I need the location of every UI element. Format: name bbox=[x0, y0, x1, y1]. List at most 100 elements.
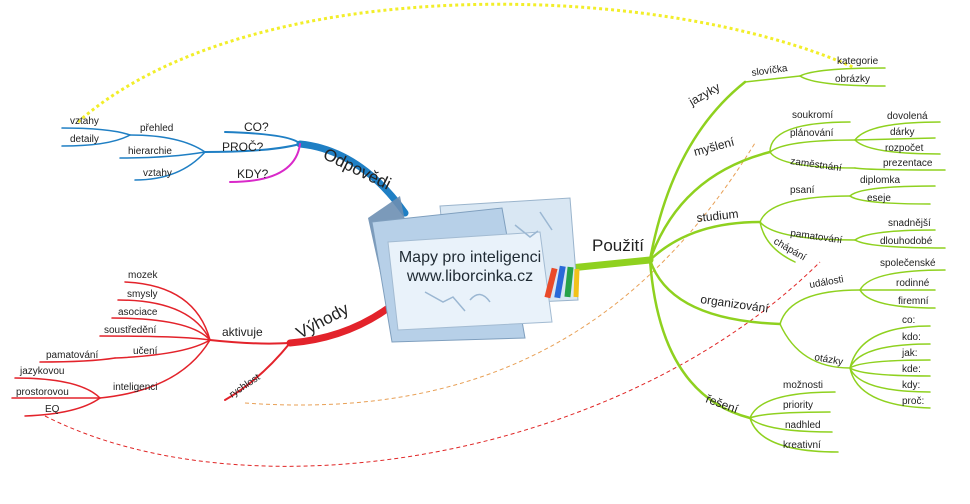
label-hierarchie: hierarchie bbox=[128, 146, 172, 157]
edge-kde bbox=[849, 367, 931, 377]
markers-icon bbox=[544, 265, 580, 299]
label-studium: studium bbox=[696, 207, 739, 225]
label-aktivuje: aktivuje bbox=[222, 325, 263, 339]
label-detaily: detaily bbox=[70, 134, 99, 145]
edge-kdy-magenta bbox=[229, 143, 301, 183]
label-co: CO? bbox=[244, 120, 269, 134]
edge-otazky bbox=[779, 323, 851, 369]
label-prostorovou: prostorovou bbox=[16, 387, 69, 398]
label-obrazky: obrázky bbox=[835, 74, 870, 85]
label-prezentace: prezentace bbox=[883, 158, 933, 169]
edge-planovani bbox=[769, 139, 856, 153]
label-kategorie: kategorie bbox=[837, 56, 879, 67]
edge-zamestnani bbox=[769, 151, 856, 169]
edge-aktivuje bbox=[209, 339, 291, 345]
edge-uceni bbox=[114, 339, 211, 359]
label-q-proc: proč: bbox=[902, 396, 924, 407]
edge-nadhled bbox=[749, 417, 833, 433]
label-reseni: řešení bbox=[704, 392, 741, 417]
label-jazykovou: jazykovou bbox=[19, 366, 64, 377]
label-odpovedi: Odpovědi bbox=[320, 145, 394, 194]
label-mysleni: myšlení bbox=[692, 135, 736, 159]
edge-kategorie bbox=[799, 67, 886, 77]
label-soukromi: soukromí bbox=[792, 110, 833, 121]
crosslink-rychlost-mysleni bbox=[244, 142, 756, 406]
edge-pamatovani-p bbox=[759, 221, 856, 241]
edge-mozek bbox=[124, 281, 211, 341]
label-otazky: otázky bbox=[813, 352, 843, 368]
edge-smysly bbox=[117, 299, 211, 341]
edge-darky bbox=[854, 137, 936, 141]
label-q-kdo: kdo: bbox=[902, 332, 921, 343]
label-pamatovani-studium: pamatování bbox=[790, 228, 843, 246]
label-udalosti: události bbox=[809, 274, 845, 291]
label-asociace: asociace bbox=[118, 307, 158, 318]
label-dovolena: dovolená bbox=[887, 111, 928, 122]
label-vztahy: vztahy bbox=[143, 168, 172, 179]
crosslink-eq-chapani bbox=[44, 261, 821, 467]
edge-eq bbox=[24, 397, 101, 417]
edge-rychlost bbox=[224, 342, 291, 401]
edge-detaily bbox=[61, 134, 131, 147]
edge-eseje bbox=[849, 195, 931, 205]
center-url: www.liborcinka.cz bbox=[406, 268, 533, 285]
edge-kdy bbox=[849, 367, 931, 393]
label-nadhled: nadhled bbox=[785, 420, 821, 431]
label-slovicka: slovíčka bbox=[751, 63, 789, 79]
label-eseje: eseje bbox=[867, 193, 891, 204]
edge-snadnejsi bbox=[854, 229, 936, 241]
edge-obrazky bbox=[799, 75, 886, 87]
label-dlouhodobe: dlouhodobé bbox=[880, 236, 933, 247]
edge-dlouhodobe bbox=[854, 239, 946, 249]
edge-prezentace bbox=[854, 167, 946, 171]
label-zamestnani: zaměstnání bbox=[790, 156, 843, 174]
edge-asociace bbox=[111, 317, 211, 341]
label-pouziti: Použití bbox=[592, 236, 644, 255]
edge-hierarchie bbox=[119, 151, 206, 159]
label-kdy: KDY? bbox=[237, 167, 269, 181]
label-smysly: smysly bbox=[127, 289, 158, 300]
label-jazyky: jazyky bbox=[686, 80, 723, 109]
edge-kreativni bbox=[749, 417, 839, 453]
edge-proc bbox=[849, 367, 931, 409]
label-uceni: učení bbox=[133, 346, 158, 357]
edge-organizovani bbox=[648, 258, 782, 326]
label-q-kde: kde: bbox=[902, 364, 921, 375]
edge-jazyky bbox=[648, 80, 747, 262]
edge-studium bbox=[648, 220, 762, 262]
edge-reseni bbox=[648, 258, 752, 420]
edge-firemni bbox=[859, 289, 936, 309]
label-kreativni: kreativní bbox=[783, 440, 821, 451]
edge-kdo bbox=[849, 343, 931, 369]
label-soustredeni: soustředění bbox=[104, 325, 156, 336]
label-q-jak: jak: bbox=[901, 348, 918, 359]
edge-moznosti bbox=[749, 391, 836, 419]
edge-soustredeni bbox=[99, 335, 211, 341]
edge-chapani bbox=[759, 221, 796, 263]
edge-soukromi bbox=[769, 121, 851, 153]
label-diplomka: diplomka bbox=[860, 175, 900, 186]
label-firemni: firemní bbox=[898, 296, 929, 307]
label-spolecenske: společenské bbox=[880, 258, 936, 269]
label-moznosti: možnosti bbox=[783, 380, 823, 391]
edge-inteligenci bbox=[99, 339, 211, 399]
label-rodinne: rodinné bbox=[896, 278, 930, 289]
edge-slovicka bbox=[744, 75, 801, 83]
label-q-kdy: kdy: bbox=[902, 380, 920, 391]
crosslink-vztahy-kategorie bbox=[77, 2, 856, 124]
label-vztahy-top: vztahy bbox=[70, 116, 99, 127]
edge-jak bbox=[849, 359, 931, 369]
edge-vztahy-top bbox=[61, 127, 131, 136]
label-psani: psaní bbox=[790, 185, 815, 196]
label-pamatovani: pamatování bbox=[46, 350, 98, 361]
edge-spolecenske bbox=[859, 269, 946, 291]
edge-mysleni bbox=[648, 150, 772, 262]
label-mozek: mozek bbox=[128, 270, 158, 281]
label-snadnejsi: snadnější bbox=[888, 218, 931, 229]
label-inteligenci: inteligenci bbox=[113, 382, 157, 393]
label-proc: PROČ? bbox=[222, 139, 264, 154]
label-rychlost: rychlost bbox=[228, 372, 263, 401]
branch-pouziti-trunk bbox=[566, 256, 654, 272]
